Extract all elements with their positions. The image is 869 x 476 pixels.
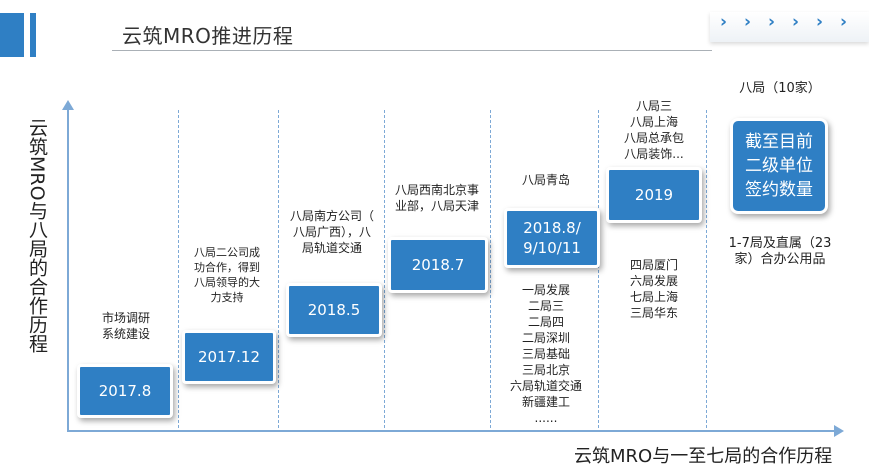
timeline-divider xyxy=(178,110,179,428)
timeline-divider xyxy=(278,110,279,428)
timeline-divider xyxy=(598,110,599,428)
milestone-description: 八局青岛 xyxy=(521,173,570,187)
header-accent-bar-thin xyxy=(30,13,36,57)
milestone-date-box: 2019 xyxy=(606,167,702,223)
x-axis-arrow-icon xyxy=(834,425,844,437)
x-axis xyxy=(67,430,835,432)
summary-count-bureau8: 八局（10家） xyxy=(739,81,821,96)
milestone-subsidiaries: 一局发展 二局三 二局四 二局深圳 三局基础 三局北京 六局轨道交通 新疆建工 … xyxy=(509,283,582,425)
chevron-right-icon: › xyxy=(792,12,800,32)
timeline-divider xyxy=(490,110,491,428)
y-axis-arrow-icon xyxy=(62,100,74,110)
timeline-divider xyxy=(706,110,707,428)
milestone-description: 八局西南北京事 业部，八局天津 xyxy=(394,183,479,213)
milestone-subsidiaries: 四局厦门 六局发展 七局上海 三局华东 xyxy=(629,258,678,320)
chevron-right-icon: › xyxy=(816,12,824,32)
header-accent-bar xyxy=(0,13,24,57)
y-axis xyxy=(67,110,69,430)
title-underline xyxy=(112,50,712,51)
summary-count-others: 1-7局及直属（23 家）合办公用品 xyxy=(728,236,832,267)
summary-box: 截至目前 二级单位 签约数量 xyxy=(730,118,828,214)
milestone-description: 八局三 八局上海 八局总承包 八局装饰... xyxy=(623,99,684,161)
milestone-date-box: 2017.8 xyxy=(77,364,173,418)
milestone-date-box: 2017.12 xyxy=(182,330,276,384)
page-title: 云筑MRO推进历程 xyxy=(122,24,294,48)
milestone-date-box: 2018.7 xyxy=(388,237,488,293)
milestone-description: 八局南方公司（ 八局广西），八 局轨道交通 xyxy=(289,209,374,255)
milestone-date-box: 2018.8/ 9/10/11 xyxy=(504,208,600,268)
x-axis-label: 云筑MRO与一至七局的合作历程 xyxy=(574,446,833,467)
milestone-description: 八局二公司成 功合作，得到 八局领导的大 力支持 xyxy=(194,246,260,304)
chevron-right-icon: › xyxy=(840,12,848,32)
chevron-right-icon: › xyxy=(744,12,752,32)
chevron-right-icon: › xyxy=(720,12,728,32)
timeline-divider xyxy=(384,110,385,428)
chevron-strip xyxy=(710,12,869,42)
milestone-date-box: 2018.5 xyxy=(286,283,382,337)
chevron-right-icon: › xyxy=(768,12,776,32)
milestone-description: 市场调研 系统建设 xyxy=(101,311,150,341)
y-axis-label: 云筑MRO与八局的合作历程 xyxy=(26,118,48,353)
